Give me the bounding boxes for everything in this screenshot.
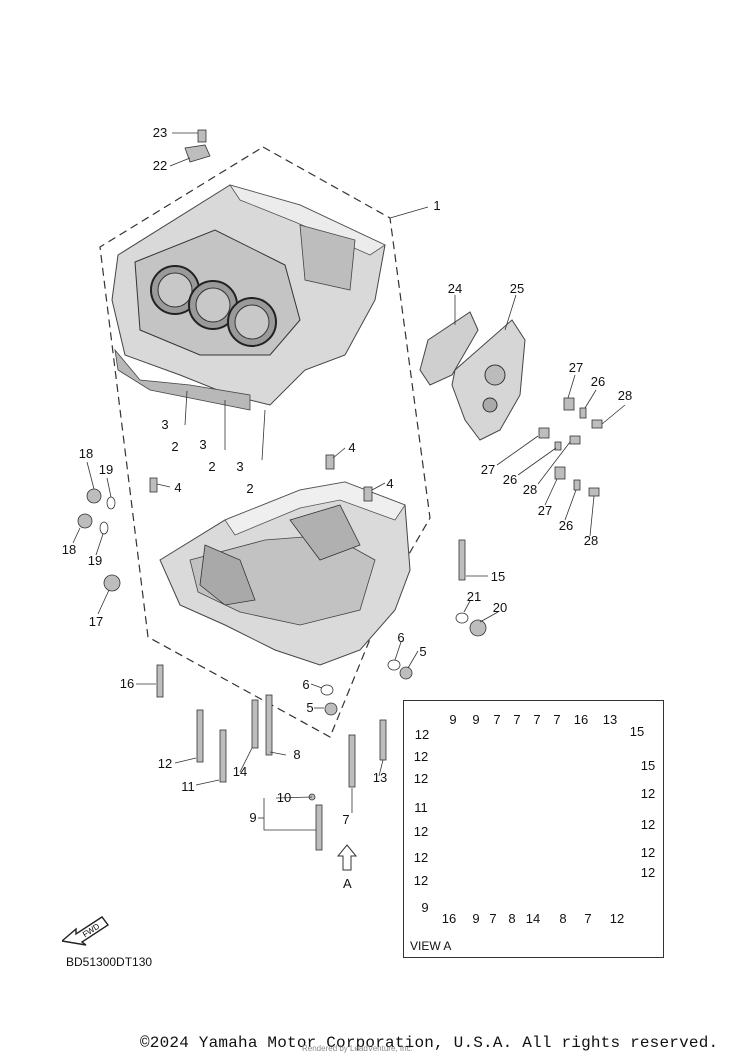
view-callout-12[interactable]: 12: [609, 911, 625, 926]
callout-2[interactable]: 2: [208, 459, 216, 474]
view-callout-8[interactable]: 8: [559, 911, 567, 926]
callout-26[interactable]: 26: [502, 472, 518, 487]
view-callout-12[interactable]: 12: [413, 850, 429, 865]
callout-6[interactable]: 6: [302, 677, 310, 692]
view-callout-8[interactable]: 8: [508, 911, 516, 926]
callout-8[interactable]: 8: [293, 747, 301, 762]
callout-4[interactable]: 4: [386, 476, 394, 491]
callout-13[interactable]: 13: [372, 770, 388, 785]
callout-2[interactable]: 2: [246, 481, 254, 496]
view-callout-9[interactable]: 9: [472, 712, 480, 727]
callout-27[interactable]: 27: [537, 503, 553, 518]
callout-19[interactable]: 19: [87, 553, 103, 568]
view-callout-7[interactable]: 7: [513, 712, 521, 727]
view-callout-7[interactable]: 7: [553, 712, 561, 727]
view-callout-12[interactable]: 12: [413, 824, 429, 839]
callout-1[interactable]: 1: [433, 198, 441, 213]
render-credit: Rendered by LeadVenture, Inc.: [302, 1044, 413, 1053]
callout-10[interactable]: 10: [276, 790, 292, 805]
view-direction-arrow-icon: [336, 844, 358, 871]
view-callout-7[interactable]: 7: [493, 712, 501, 727]
callout-25[interactable]: 25: [509, 281, 525, 296]
view-callout-7[interactable]: 7: [533, 712, 541, 727]
callout-12[interactable]: 12: [157, 756, 173, 771]
crankcase-covers: [419, 311, 526, 441]
view-callout-12[interactable]: 12: [413, 749, 429, 764]
callout-4[interactable]: 4: [348, 440, 356, 455]
callout-3[interactable]: 3: [199, 437, 207, 452]
view-a-inset: VIEW A: [403, 700, 664, 958]
view-callout-12[interactable]: 12: [640, 817, 656, 832]
callout-19[interactable]: 19: [98, 462, 114, 477]
lower-crankcase: [159, 481, 411, 666]
callout-3[interactable]: 3: [236, 459, 244, 474]
view-callout-15[interactable]: 15: [640, 758, 656, 773]
view-callout-13[interactable]: 13: [602, 712, 618, 727]
callout-18[interactable]: 18: [61, 542, 77, 557]
view-callout-16[interactable]: 16: [573, 712, 589, 727]
view-arrow-label: A: [343, 876, 352, 891]
view-callout-7[interactable]: 7: [584, 911, 592, 926]
view-callout-9[interactable]: 9: [421, 900, 429, 915]
callout-24[interactable]: 24: [447, 281, 463, 296]
callout-27[interactable]: 27: [568, 360, 584, 375]
callout-23[interactable]: 23: [152, 125, 168, 140]
view-callout-12[interactable]: 12: [640, 865, 656, 880]
callout-15[interactable]: 15: [490, 569, 506, 584]
callout-27[interactable]: 27: [480, 462, 496, 477]
view-callout-7[interactable]: 7: [489, 911, 497, 926]
callout-14[interactable]: 14: [232, 764, 248, 779]
view-callout-12[interactable]: 12: [413, 873, 429, 888]
fwd-arrow-icon: FWD: [62, 916, 110, 946]
diagram-code: BD51300DT130: [66, 955, 153, 969]
callout-16[interactable]: 16: [119, 676, 135, 691]
callout-4[interactable]: 4: [174, 480, 182, 495]
callout-18[interactable]: 18: [78, 446, 94, 461]
callout-28[interactable]: 28: [617, 388, 633, 403]
view-callout-14[interactable]: 14: [525, 911, 541, 926]
view-callout-11[interactable]: 11: [414, 800, 428, 815]
callout-21[interactable]: 21: [466, 589, 482, 604]
view-callout-12[interactable]: 12: [414, 727, 430, 742]
copyright-notice: ©2024 Yamaha Motor Corporation, U.S.A. A…: [140, 1034, 719, 1052]
callout-17[interactable]: 17: [88, 614, 104, 629]
callout-7[interactable]: 7: [342, 812, 350, 827]
callout-20[interactable]: 20: [492, 600, 508, 615]
view-callout-9[interactable]: 9: [472, 911, 480, 926]
callout-5[interactable]: 5: [306, 700, 314, 715]
view-callout-9[interactable]: 9: [449, 712, 457, 727]
callout-28[interactable]: 28: [522, 482, 538, 497]
callout-9[interactable]: 9: [249, 810, 257, 825]
callout-6[interactable]: 6: [397, 630, 405, 645]
callout-3[interactable]: 3: [161, 417, 169, 432]
bolts: [77, 129, 603, 851]
callout-26[interactable]: 26: [590, 374, 606, 389]
view-callout-12[interactable]: 12: [413, 771, 429, 786]
callout-11[interactable]: 11: [181, 779, 195, 794]
callout-26[interactable]: 26: [558, 518, 574, 533]
callout-28[interactable]: 28: [583, 533, 599, 548]
upper-crankcase: [111, 184, 386, 411]
callout-2[interactable]: 2: [171, 439, 179, 454]
view-a-title: VIEW A: [410, 939, 452, 953]
callout-22[interactable]: 22: [152, 158, 168, 173]
view-callout-12[interactable]: 12: [640, 786, 656, 801]
assembly-outline: [99, 146, 431, 738]
leader-lines: [72, 132, 626, 831]
callout-5[interactable]: 5: [419, 644, 427, 659]
view-callout-12[interactable]: 12: [640, 845, 656, 860]
view-callout-15[interactable]: 15: [629, 724, 645, 739]
view-callout-16[interactable]: 16: [441, 911, 457, 926]
